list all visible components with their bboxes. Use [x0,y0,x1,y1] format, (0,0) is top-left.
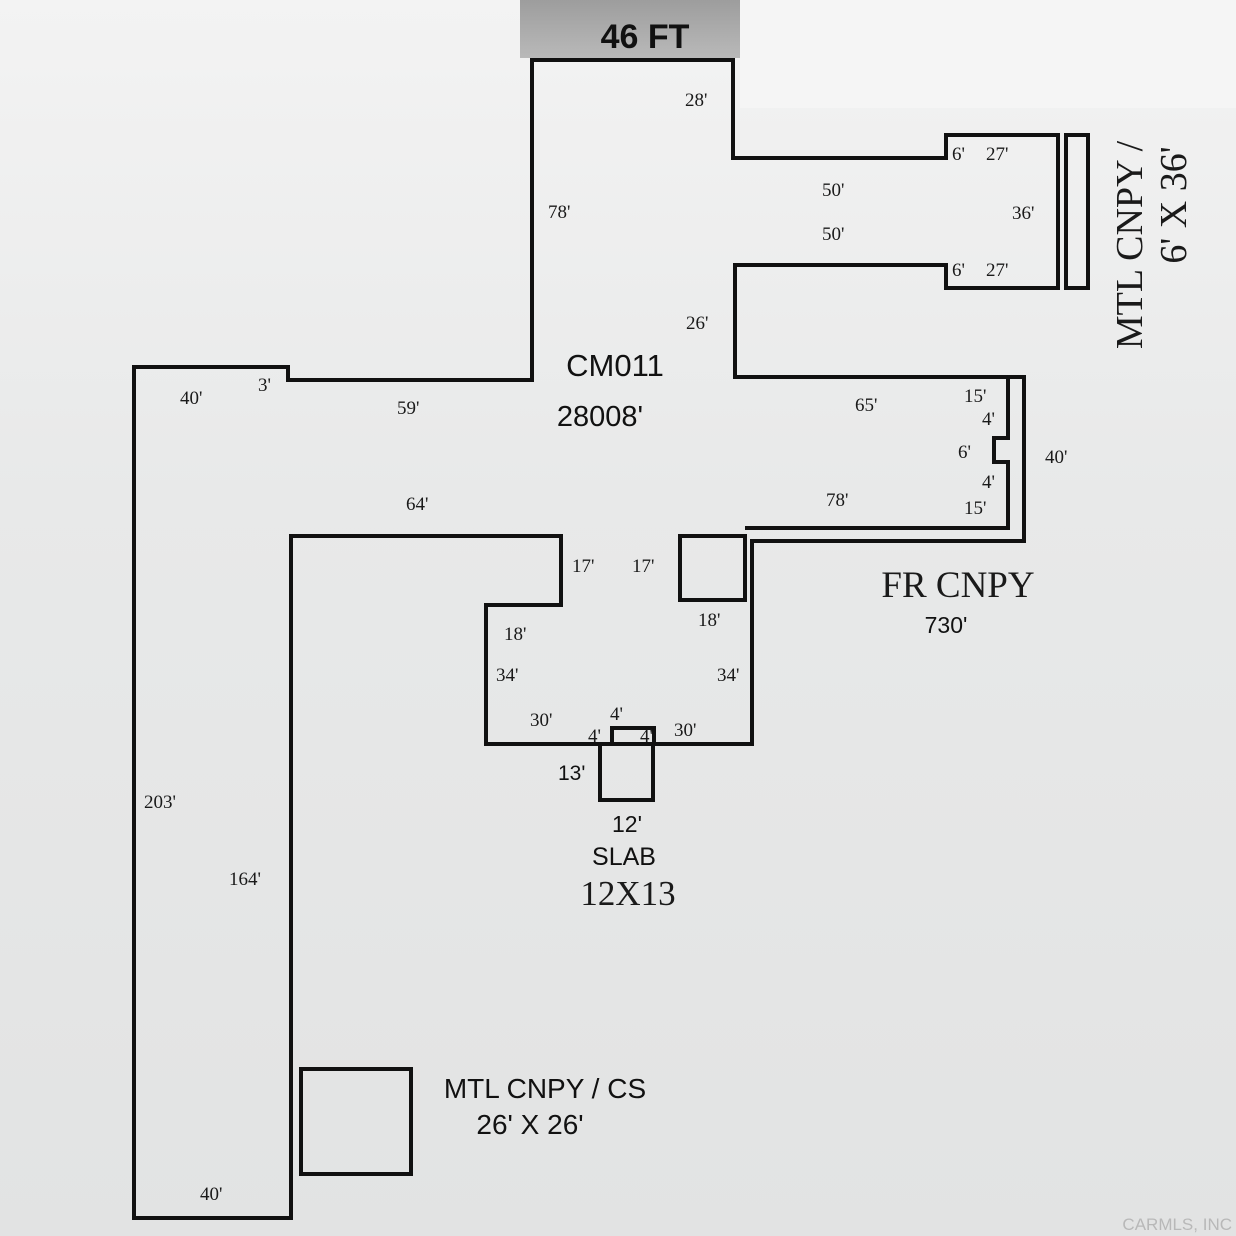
dim-label: 30' [674,720,696,741]
dim-label: 4' [982,472,995,493]
building-code: CM011 [566,348,664,383]
dim-label: 59' [397,398,419,419]
dim-label: 27' [986,260,1008,281]
dim-label: 4' [588,726,601,747]
slab-dims: 12X13 [580,874,675,913]
width-label: 46 FT [601,18,690,56]
slab-label: SLAB [592,843,656,871]
dim-label: 40' [1045,447,1067,468]
dim-label: 26' [686,313,708,334]
rear-canopy-label: MTL CNPY / [1109,140,1151,349]
dim-label: 65' [855,395,877,416]
dim-label: 4' [640,726,653,747]
dim-label: 34' [496,665,518,686]
front-canopy-outline [745,377,1010,530]
dim-label: 78' [826,490,848,511]
top-right-panel [740,0,1236,108]
dim-label: 40' [200,1184,222,1205]
dim-label: 203' [144,792,176,813]
dim-label: 17' [572,556,594,577]
dim-label: 17' [632,556,654,577]
dim-label: 36' [1012,203,1034,224]
dim-label: 40' [180,388,202,409]
slab-size: 12' [612,811,642,837]
dim-label: 50' [822,224,844,245]
main-building-outline [132,58,1060,1220]
dim-label: 28' [685,90,707,111]
dim-label: 6' [958,442,971,463]
dim-label: 6' [952,144,965,165]
dim-label: 15' [964,386,986,407]
dim-label: 164' [229,869,261,890]
side-metal-canopy [299,1067,413,1176]
side-canopy-label: MTL CNPY / CS [444,1073,646,1104]
dim-label: 4' [982,409,995,430]
rear-metal-canopy [1064,133,1090,290]
dim-label: 50' [822,180,844,201]
watermark: CARMLS, INC [1122,1215,1232,1234]
dim-label: 4' [610,704,623,725]
slab-outline [598,742,655,802]
dim-label: 13' [558,762,585,785]
dim-label: 18' [504,624,526,645]
dim-label: 34' [717,665,739,686]
front-canopy-label: FR CNPY [881,565,1034,606]
dim-label: 27' [986,144,1008,165]
front-canopy-area: 730' [925,612,968,638]
dim-label: 3' [258,375,271,396]
building-area: 28008' [557,401,643,433]
top-banner [520,0,740,58]
front-canopy-notch [678,534,747,602]
dim-label: 64' [406,494,428,515]
side-canopy-dims: 26' X 26' [476,1109,583,1140]
dim-label: 78' [548,202,570,223]
rear-canopy-dims: 6' X 36' [1153,146,1195,263]
dim-label: 15' [964,498,986,519]
dim-label: 30' [530,710,552,731]
dim-label: 6' [952,260,965,281]
dim-label: 18' [698,610,720,631]
